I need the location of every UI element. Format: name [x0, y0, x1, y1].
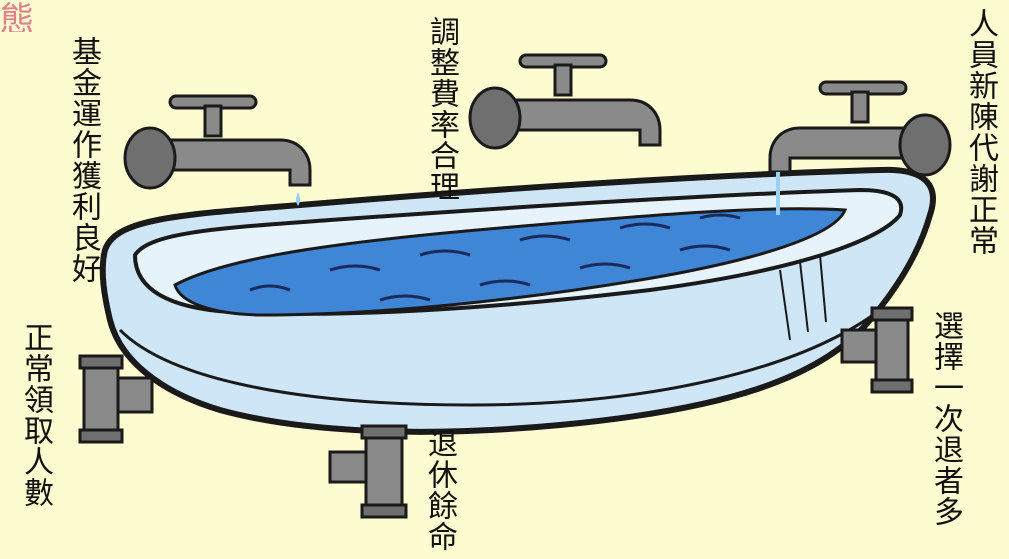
drain-left	[78, 354, 154, 444]
label-one-time-retirees: 選擇一次退者多	[928, 310, 963, 527]
drain-right	[840, 306, 914, 394]
bathtub	[99, 166, 936, 435]
label-fund-operation: 基金運作獲利良好	[66, 36, 101, 284]
label-retirement-balance: 退休餘命	[422, 428, 457, 552]
label-adjust-rate: 調整費率合理	[424, 16, 459, 202]
label-staff-turnover: 人員新陳代謝正常	[963, 8, 998, 256]
tap-middle	[468, 53, 662, 150]
page-title-fragment: 態	[0, 0, 34, 32]
label-normal-claims: 正常領取人數	[18, 322, 53, 508]
drain-middle	[328, 424, 408, 519]
tap-right	[768, 80, 952, 215]
tap-left	[123, 94, 312, 206]
